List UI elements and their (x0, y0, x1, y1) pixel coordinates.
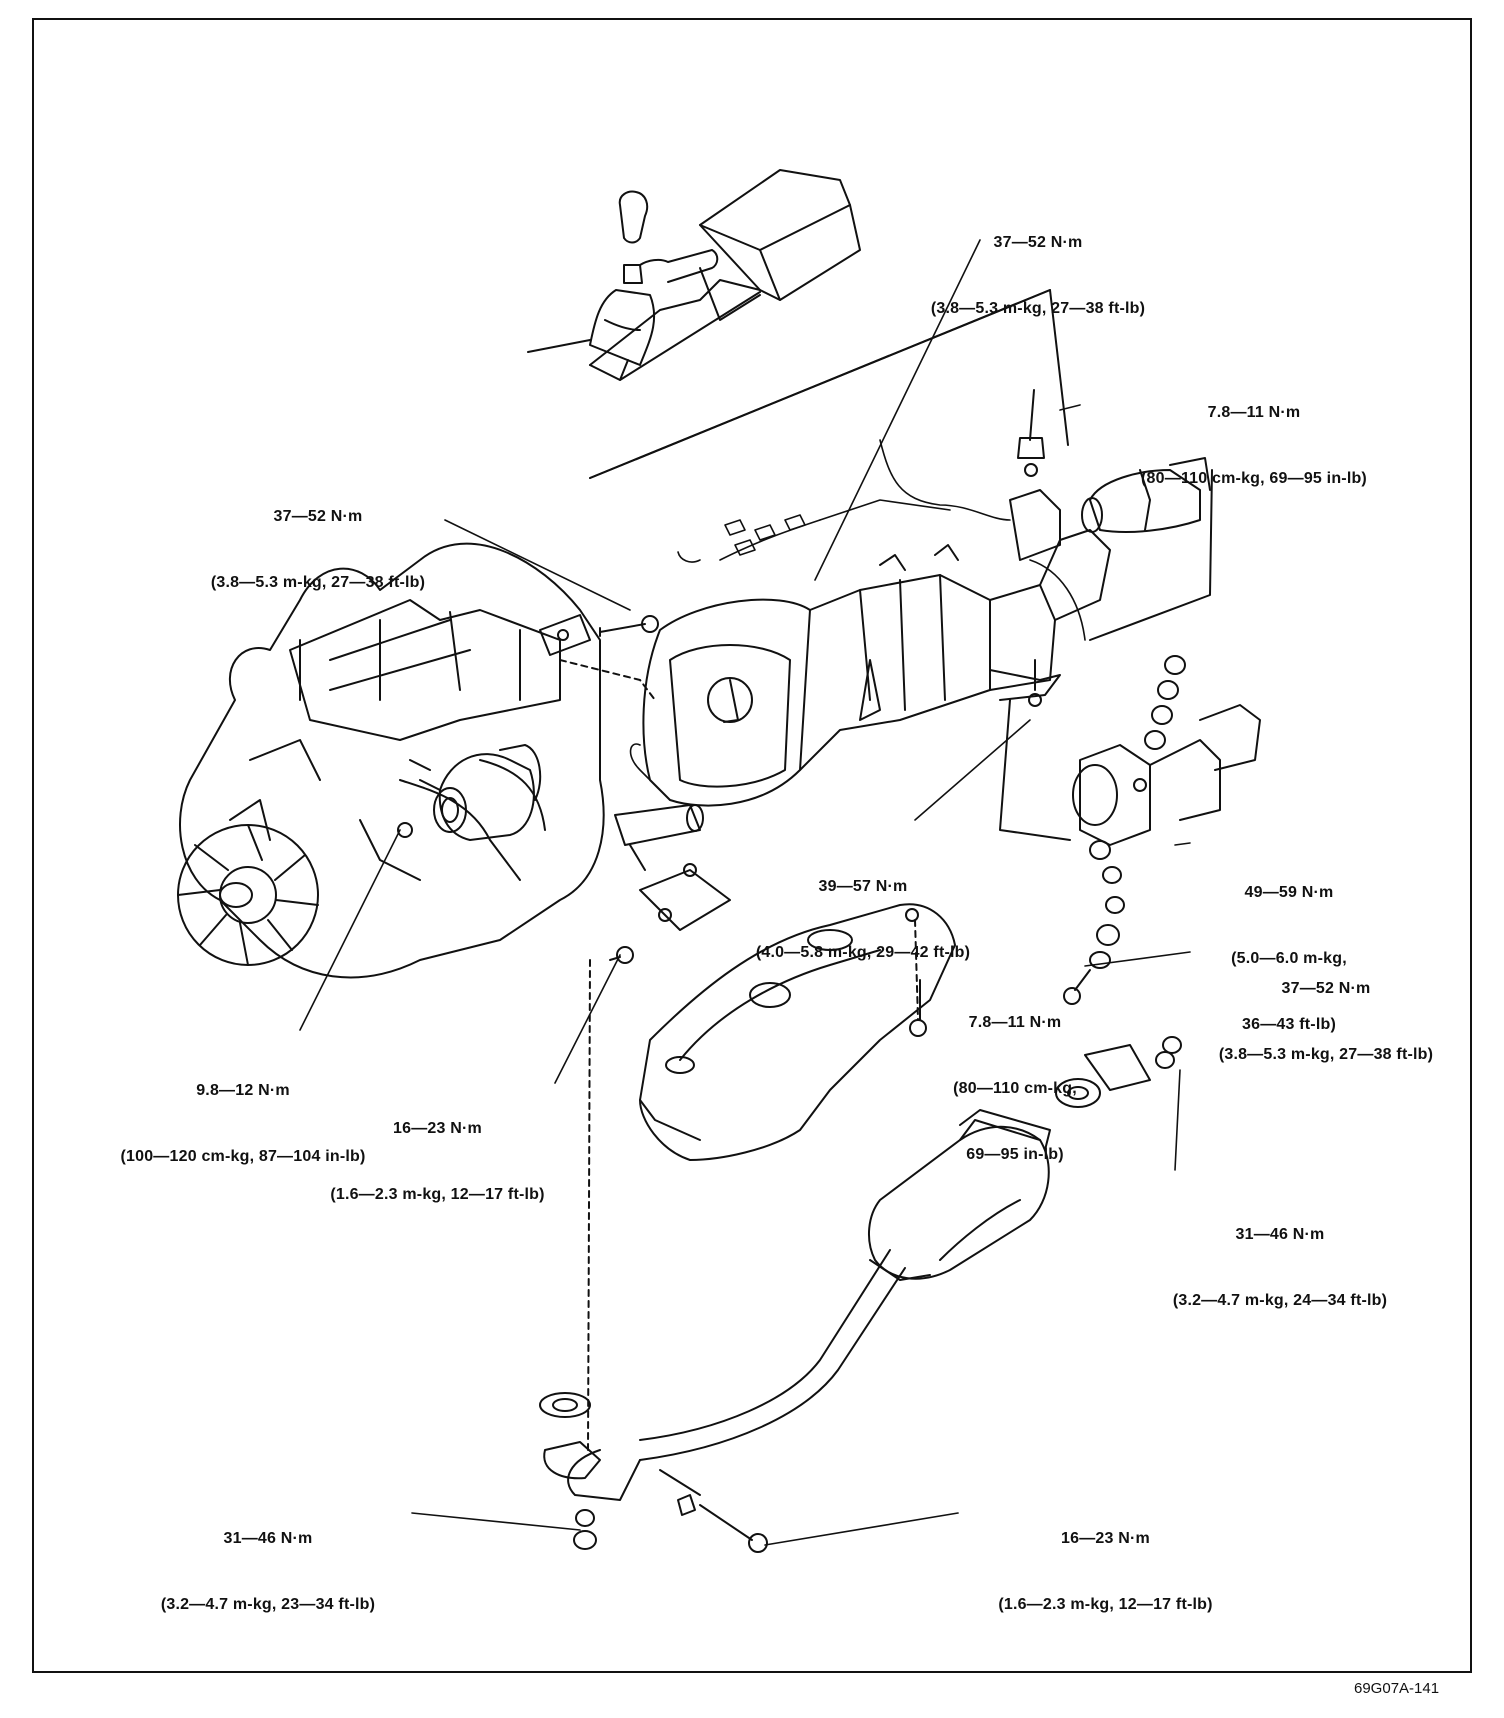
torque-nm: 31—46 N·m (223, 1530, 313, 1547)
torque-alt: (3.8—5.3 m-kg, 27—38 ft-lb) (210, 574, 426, 591)
label-front-pipe-nut-torque: 31—46 N·m (3.2—4.7 m-kg, 23—34 ft-lb) (128, 1484, 408, 1638)
label-clutch-bolt-torque: 16—23 N·m (1.6—2.3 m-kg, 12—17 ft-lb) (300, 1074, 575, 1228)
mount-washers (1089, 655, 1186, 884)
torque-nm: 7.8—11 N·m (1207, 404, 1301, 421)
torque-alt: (1.6—2.3 m-kg, 12—17 ft-lb) (330, 1186, 545, 1203)
leader-mount-box (999, 699, 1071, 841)
clutch-bolt (609, 946, 634, 964)
label-mount-bolt-torque: 39—57 N·m (4.0—5.8 m-kg, 29—42 ft-lb) (728, 832, 998, 986)
leader-heat-shield (914, 919, 919, 1021)
clutch-bracket (639, 863, 731, 931)
torque-alt: (100—120 cm-kg, 87—104 in-lb) (120, 1148, 366, 1165)
torque-alt: (5.0—6.0 m-kg, (1231, 950, 1347, 967)
shift-knob (589, 190, 656, 366)
torque-alt-2: 36—43 ft-lb) (1242, 1016, 1336, 1033)
heat-shield (639, 903, 956, 1161)
engine-trans-bolt (599, 615, 659, 637)
torque-nm: 9.8—12 N·m (196, 1082, 290, 1099)
torque-nm: 16—23 N·m (1061, 1530, 1150, 1547)
output-sleeve (1081, 457, 1211, 533)
torque-alt: (80—110 cm-kg, 69—95 in-lb) (1141, 470, 1367, 487)
torque-alt: (3.2—4.7 m-kg, 24—34 ft-lb) (1172, 1292, 1388, 1309)
torque-alt: (80—110 cm-kg, (953, 1080, 1077, 1097)
torque-alt-2: 69—95 in-lb) (966, 1146, 1064, 1163)
label-engine-trans-bolt-torque: 37—52 N·m (3.8—5.3 m-kg, 27—38 ft-lb) (178, 462, 458, 616)
torque-alt: (1.6—2.3 m-kg, 12—17 ft-lb) (998, 1596, 1213, 1613)
label-shift-lever-bolt-torque: 37—52 N·m (3.8—5.3 m-kg, 27—38 ft-lb) (908, 188, 1168, 342)
label-mount-nut-torque: 49—59 N·m (5.0—6.0 m-kg, 36—43 ft-lb) (1214, 838, 1364, 1058)
gaskets (1055, 1036, 1182, 1108)
wiring-harness (629, 439, 1086, 791)
transmission (642, 489, 1111, 807)
bracket-left (539, 614, 591, 656)
insulator-stack (1063, 896, 1125, 1005)
figure-id: 69G07A-141 (1354, 1680, 1440, 1697)
torque-nm: 39—57 N·m (818, 878, 908, 895)
torque-alt: (3.8—5.3 m-kg, 27—38 ft-lb) (930, 300, 1146, 317)
torque-nm: 49—59 N·m (1244, 884, 1334, 901)
label-converter-nut-torque: 31—46 N·m (3.2—4.7 m-kg, 24—34 ft-lb) (1140, 1180, 1420, 1334)
leader-bracket (559, 659, 656, 701)
torque-nm: 37—52 N·m (273, 508, 363, 525)
label-switch-bolt-torque: 7.8—11 N·m (80—110 cm-kg, 69—95 in-lb) (1114, 358, 1394, 512)
torque-alt: (4.0—5.8 m-kg, 29—42 ft-lb) (755, 944, 971, 961)
label-heat-shield-bolt-torque: 7.8—11 N·m (80—110 cm-kg, 69—95 in-lb) (940, 968, 1090, 1188)
leader-sleeve-box (1089, 469, 1213, 641)
torque-nm: 37—52 N·m (1281, 980, 1371, 997)
shift-lever (1017, 389, 1045, 477)
leader-pipe-bracket (659, 1469, 701, 1496)
torque-nm: 16—23 N·m (393, 1120, 482, 1137)
leader-console-right (589, 289, 1069, 479)
label-pipe-bracket-bolt-torque: 16—23 N·m (1.6—2.3 m-kg, 12—17 ft-lb) (968, 1484, 1243, 1638)
torque-nm: 37—52 N·m (993, 234, 1083, 251)
center-console (527, 169, 861, 381)
torque-nm: 7.8—11 N·m (968, 1014, 1062, 1031)
torque-alt: (3.8—5.3 m-kg, 27—38 ft-lb) (1218, 1046, 1434, 1063)
leader-clutch-bolt-down (587, 959, 591, 1451)
clutch-release-cylinder (614, 804, 704, 871)
label-insulator-bolt-torque: 37—52 N·m (3.8—5.3 m-kg, 27—38 ft-lb) (1186, 934, 1466, 1088)
front-pipe-nut (573, 1509, 597, 1550)
front-flange (539, 1392, 601, 1480)
label-starter-nut-torque: 9.8—12 N·m (100—120 cm-kg, 87—104 in-lb) (88, 1036, 398, 1190)
figure-frame (32, 18, 1472, 1673)
torque-alt: (3.2—4.7 m-kg, 23—34 ft-lb) (160, 1596, 376, 1613)
pipe-bracket-bolt (677, 1494, 768, 1553)
rear-mount-bracket (1028, 659, 1261, 846)
label-leaders (299, 239, 1191, 1546)
cooling-fan (177, 824, 319, 966)
exhaust-pipe (567, 1249, 906, 1501)
starter-motor (397, 744, 542, 841)
torque-nm: 31—46 N·m (1235, 1226, 1325, 1243)
catalytic-converter (868, 1109, 1051, 1281)
